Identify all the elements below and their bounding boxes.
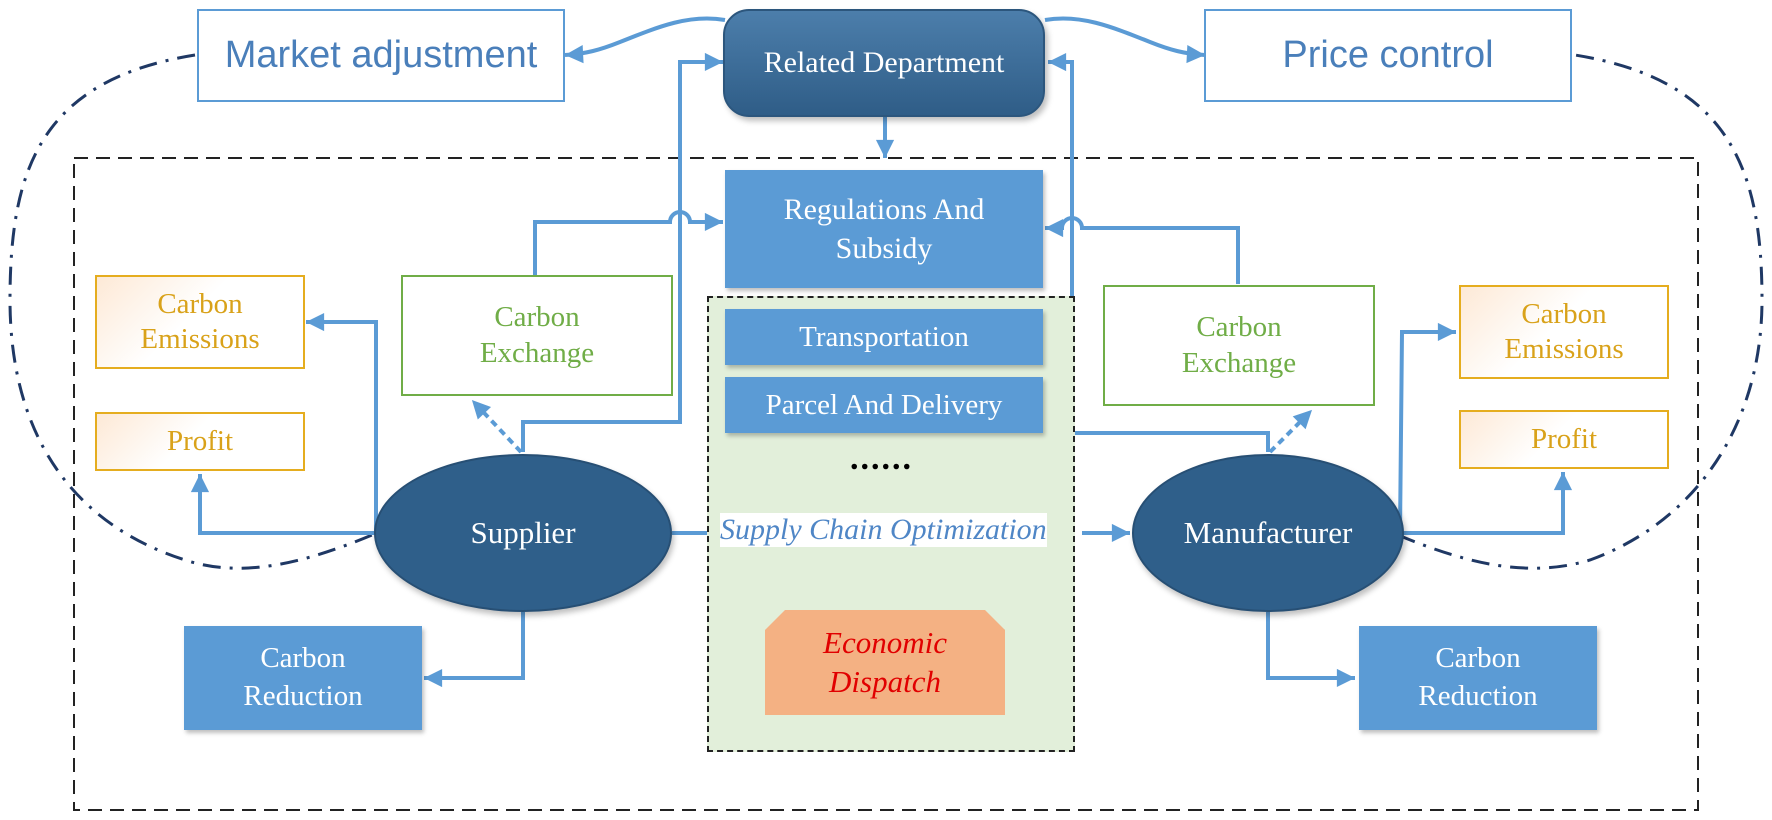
carbon-exchange-right-line2: Exchange [1181,346,1297,379]
arrow-dept-to-market [564,16,726,64]
related-department-box: Related Department [723,9,1045,117]
carbon-emissions-left-line1: Carbon [157,287,243,320]
manufacturer-label: Manufacturer [1183,515,1353,550]
arrow-supplier-to-reduction [423,612,525,688]
transportation-label: Transportation [799,320,969,353]
regulations-subsidy-box: Regulations And Subsidy [725,170,1043,288]
arrow-manufacturer-to-reduction [1266,612,1356,688]
related-department-label: Related Department [763,46,1005,79]
arrow-exchange-right-to-regulations [1044,216,1240,284]
profit-left-label: Profit [166,424,234,457]
arrow-manufacturer-to-emissions [1398,322,1457,534]
carbon-reduction-left-box: Carbon Reduction [184,626,422,730]
carbon-exchange-right-box: Carbon Exchange [1103,285,1375,406]
price-control-box: Price control [1204,9,1572,102]
profit-right-box: Profit [1459,410,1669,469]
carbon-emissions-right-line2: Emissions [1504,333,1624,365]
carbon-reduction-left-line2: Reduction [243,680,363,712]
arrow-exchange-left-to-regulations [533,210,724,275]
economic-dispatch-box: Economic Dispatch [765,610,1005,715]
economic-dispatch-line1: Economic [823,624,947,660]
arrow-supplier-to-profit [190,473,376,535]
carbon-reduction-right-line2: Reduction [1418,680,1538,712]
carbon-exchange-left-box: Carbon Exchange [401,275,673,396]
arrow-supplier-to-exchange-left [470,398,523,454]
market-adjustment-label: Market adjustment [224,34,538,76]
carbon-exchange-right-line1: Carbon [1196,311,1282,344]
carbon-reduction-right-box: Carbon Reduction [1359,626,1597,730]
more-items-ellipsis: ...... [850,440,913,477]
parcel-delivery-label: Parcel And Delivery [765,388,1003,421]
carbon-exchange-left-line1: Carbon [494,301,580,334]
economic-dispatch-line2: Dispatch [829,663,941,699]
profit-right-label: Profit [1530,422,1598,455]
price-control-label: Price control [1282,34,1494,76]
arrow-manufacturer-to-profit [1400,471,1573,535]
carbon-exchange-left-line2: Exchange [479,336,595,369]
arrow-supplier-to-emissions [305,312,378,533]
parcel-delivery-box: Parcel And Delivery [725,377,1043,433]
transportation-box: Transportation [725,309,1043,365]
arrow-manufacturer-to-exchange-right [1268,408,1314,454]
profit-left-box: Profit [95,412,305,471]
carbon-emissions-right-line1: Carbon [1521,297,1607,330]
system-boundary [73,157,1699,811]
carbon-emissions-left-line2: Emissions [140,323,260,355]
carbon-reduction-right-line1: Carbon [1435,642,1521,675]
arrow-supplier-to-dept [521,52,724,452]
carbon-emissions-left-box: Carbon Emissions [95,275,305,369]
outer-loop-boundary [8,53,1764,570]
regulations-line1: Regulations And [783,193,985,226]
supplier-node: Supplier [374,454,672,612]
regulations-line2: Subsidy [835,232,933,265]
carbon-emissions-right-box: Carbon Emissions [1459,285,1669,379]
supply-chain-optimization-label: Supply Chain Optimization [720,513,1047,547]
market-adjustment-box: Market adjustment [197,9,565,102]
arrow-dept-to-price [1044,16,1206,64]
carbon-reduction-left-line1: Carbon [260,642,346,675]
manufacturer-node: Manufacturer [1132,454,1404,612]
supplier-label: Supplier [470,515,576,550]
